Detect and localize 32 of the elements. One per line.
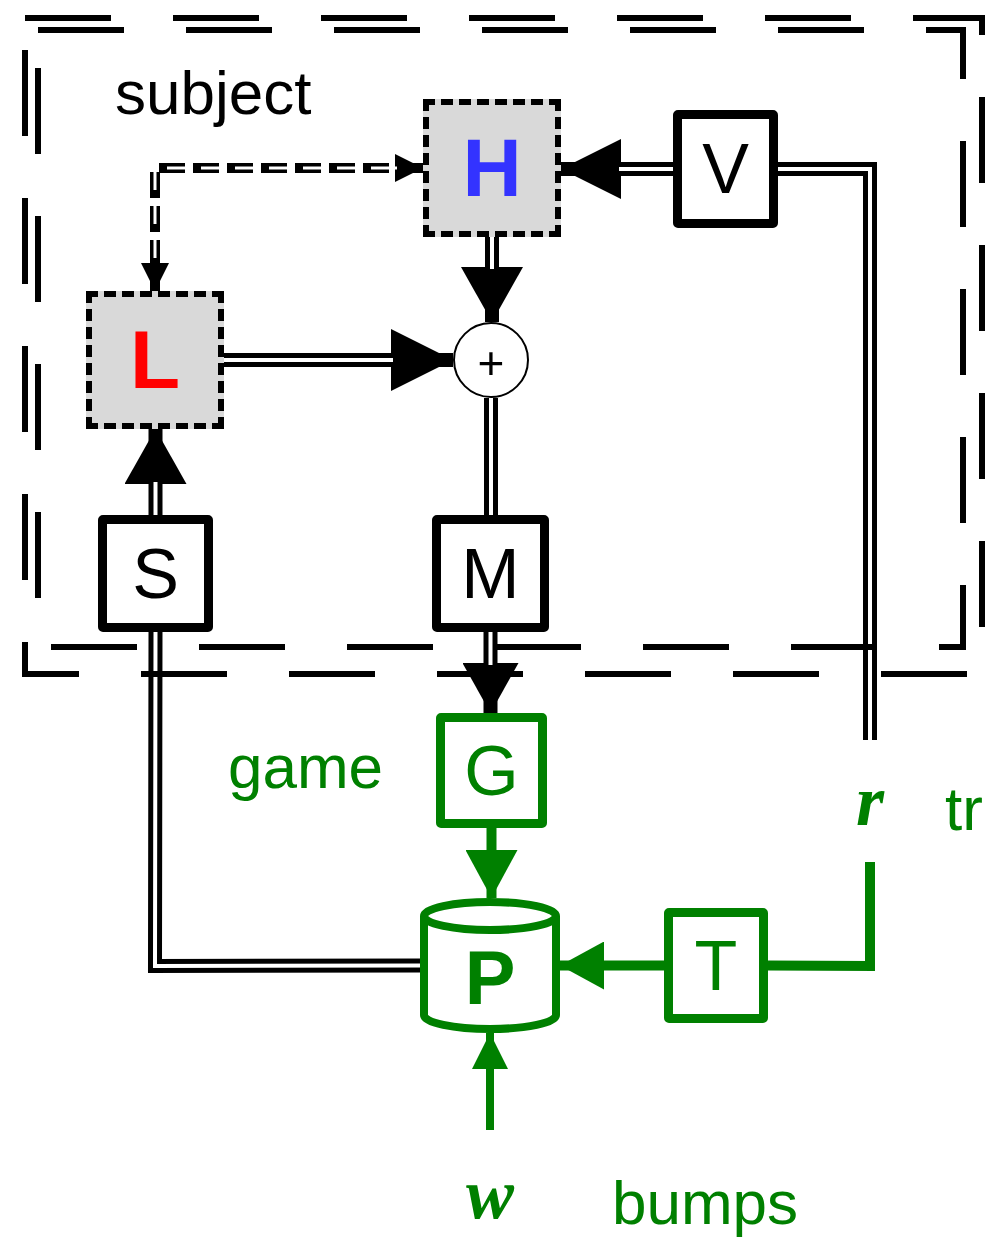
signal-name: tr xyxy=(945,778,983,840)
connector-line xyxy=(484,398,498,515)
arrow xyxy=(462,632,519,713)
block-box xyxy=(673,110,778,228)
block-box xyxy=(436,713,547,828)
arrow xyxy=(141,154,423,291)
controller-box xyxy=(423,99,561,237)
block-label: L xyxy=(129,319,181,401)
block-label: G xyxy=(464,735,519,806)
block-box xyxy=(664,908,768,1023)
block-label: S xyxy=(132,538,179,609)
controller-box xyxy=(86,291,224,429)
connector-line xyxy=(148,632,420,973)
plus-sign: + xyxy=(477,340,505,386)
arrow xyxy=(461,237,523,322)
block-box xyxy=(432,515,549,632)
block-box xyxy=(98,515,213,632)
arrow xyxy=(561,139,673,199)
variable-symbol: w xyxy=(466,1158,514,1230)
arrow xyxy=(124,429,187,515)
block-label: H xyxy=(462,127,522,209)
block-label: P xyxy=(464,939,516,1016)
block-label: M xyxy=(461,538,520,609)
subject-boundary xyxy=(22,15,985,677)
connector-line xyxy=(768,862,875,972)
connector-line xyxy=(778,162,877,740)
arrow xyxy=(560,941,664,990)
block-label: T xyxy=(694,930,738,1001)
block-label: V xyxy=(702,134,749,204)
arrow xyxy=(224,329,453,391)
variable-symbol: r xyxy=(856,765,884,837)
arrow xyxy=(465,828,518,898)
